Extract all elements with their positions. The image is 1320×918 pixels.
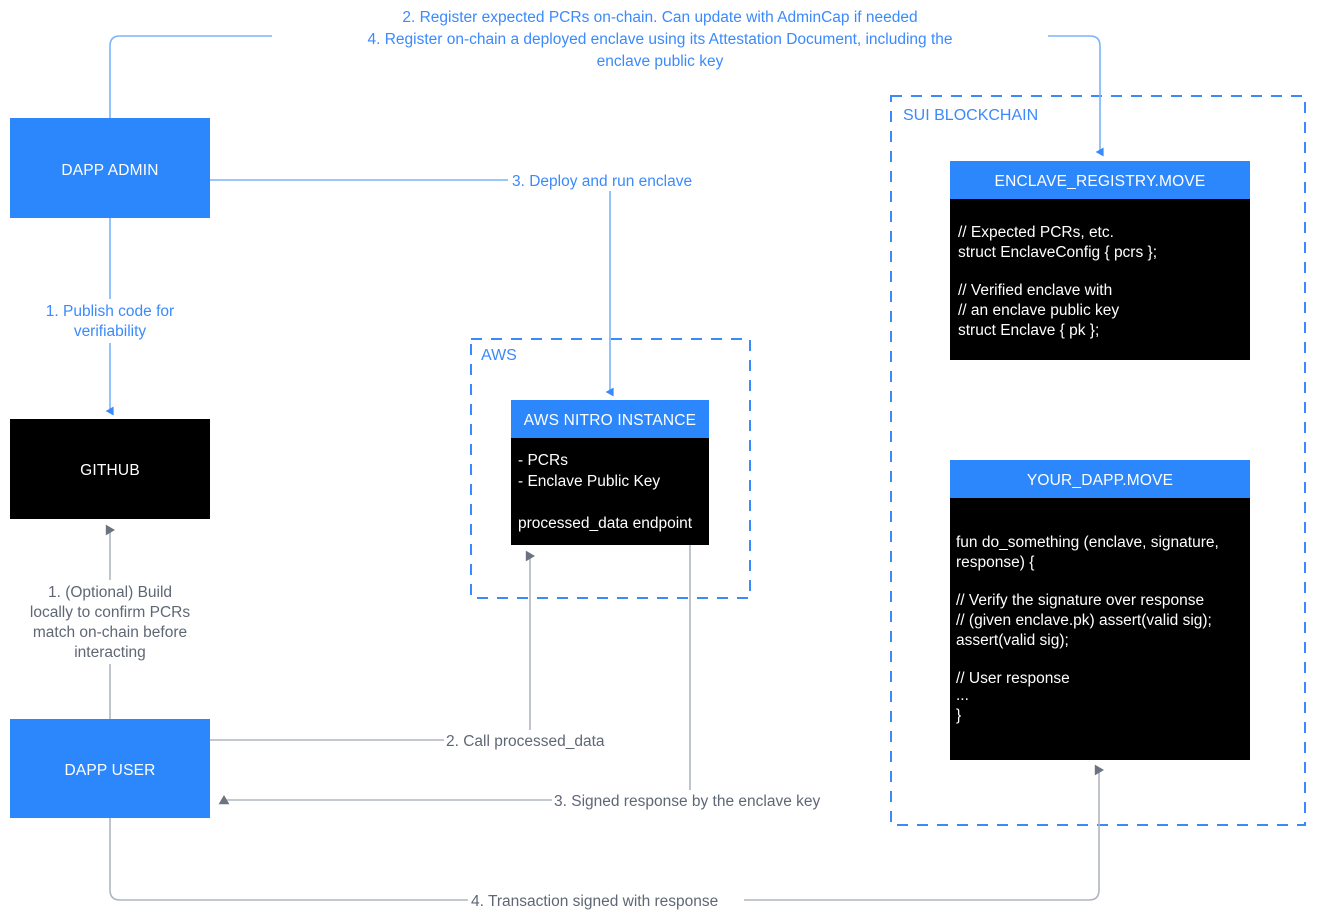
node-title-enclave-registry: ENCLAVE_REGISTRY.MOVE (995, 173, 1206, 190)
edge-label-transaction-signed: 4. Transaction signed with response (471, 893, 718, 910)
edge-label-call-processed-data: 2. Call processed_data (446, 733, 605, 750)
edge-transaction-signed (109, 764, 1104, 901)
node-title-aws-nitro: AWS NITRO INSTANCE (524, 412, 696, 429)
node-body-your-dapp-line-4: // (given enclave.pk) assert(valid sig); (956, 612, 1212, 629)
edge-label-optional-build-line2: locally to confirm PCRs (30, 604, 190, 621)
node-body-aws-nitro-line-3: processed_data endpoint (518, 515, 693, 532)
node-body-enclave-registry-line-4: // an enclave public key (958, 302, 1119, 319)
node-enclave-registry-move[interactable]: ENCLAVE_REGISTRY.MOVE // Expected PCRs, … (950, 161, 1250, 360)
edge-label-publish-code-line1: 1. Publish code for (46, 303, 174, 320)
node-title-your-dapp: YOUR_DAPP.MOVE (1027, 472, 1173, 489)
node-github[interactable]: GITHUB (10, 419, 210, 519)
node-body-your-dapp-line-5: assert(valid sig); (956, 632, 1069, 649)
node-body-aws-nitro-line-0: - PCRs (518, 452, 568, 469)
group-frame-sui (890, 95, 1306, 826)
group-frame-aws (470, 338, 751, 599)
edge-call-processed-data (210, 550, 535, 741)
node-body-your-dapp-line-9: } (956, 707, 961, 724)
edge-signed-response (218, 545, 691, 805)
group-label-aws: AWS (481, 347, 517, 364)
edge-label-publish-code-line2: verifiability (74, 323, 147, 340)
node-body-your-dapp-line-7: // User response (956, 670, 1070, 687)
edge-label-signed-response: 3. Signed response by the enclave key (554, 793, 821, 810)
edge-label-optional-build-line3: match on-chain before (33, 624, 187, 641)
node-body-your-dapp-line-0: fun do_something (enclave, signature, (956, 534, 1219, 551)
node-body-your-dapp-line-3: // Verify the signature over response (956, 592, 1204, 609)
node-body-enclave-registry-line-0: // Expected PCRs, etc. (958, 224, 1114, 241)
node-label-github: GITHUB (80, 462, 140, 479)
edge-label-register-pcrs-line2: 4. Register on-chain a deployed enclave … (367, 31, 952, 48)
node-body-enclave-registry-line-1: struct EnclaveConfig { pcrs }; (958, 244, 1157, 261)
group-label-sui: SUI BLOCKCHAIN (903, 107, 1038, 124)
node-label-dapp-admin: DAPP ADMIN (61, 162, 158, 179)
edge-deploy-run-enclave (210, 179, 614, 397)
node-your-dapp-move[interactable]: YOUR_DAPP.MOVE fun do_something (enclave… (950, 460, 1250, 760)
node-body-enclave-registry-line-3: // Verified enclave with (958, 282, 1112, 299)
node-body-your-dapp-line-8: ... (956, 687, 969, 704)
node-dapp-user[interactable]: DAPP USER (10, 719, 210, 818)
edge-label-register-pcrs-line1: 2. Register expected PCRs on-chain. Can … (402, 9, 917, 26)
edge-label-optional-build-line1: 1. (Optional) Build (48, 584, 172, 601)
node-label-dapp-user: DAPP USER (64, 762, 155, 779)
edge-label-optional-build-line4: interacting (74, 644, 146, 661)
edge-label-deploy-run-enclave: 3. Deploy and run enclave (512, 173, 692, 190)
node-body-aws-nitro-line-1: - Enclave Public Key (518, 473, 660, 490)
node-body-enclave-registry-line-5: struct Enclave { pk }; (958, 322, 1099, 339)
node-body-your-dapp-line-1: response) { (956, 554, 1034, 571)
node-aws-nitro-instance[interactable]: AWS NITRO INSTANCE - PCRs - Enclave Publ… (511, 400, 709, 545)
edge-label-register-pcrs-line3: enclave public key (597, 53, 724, 70)
node-dapp-admin[interactable]: DAPP ADMIN (10, 118, 210, 218)
